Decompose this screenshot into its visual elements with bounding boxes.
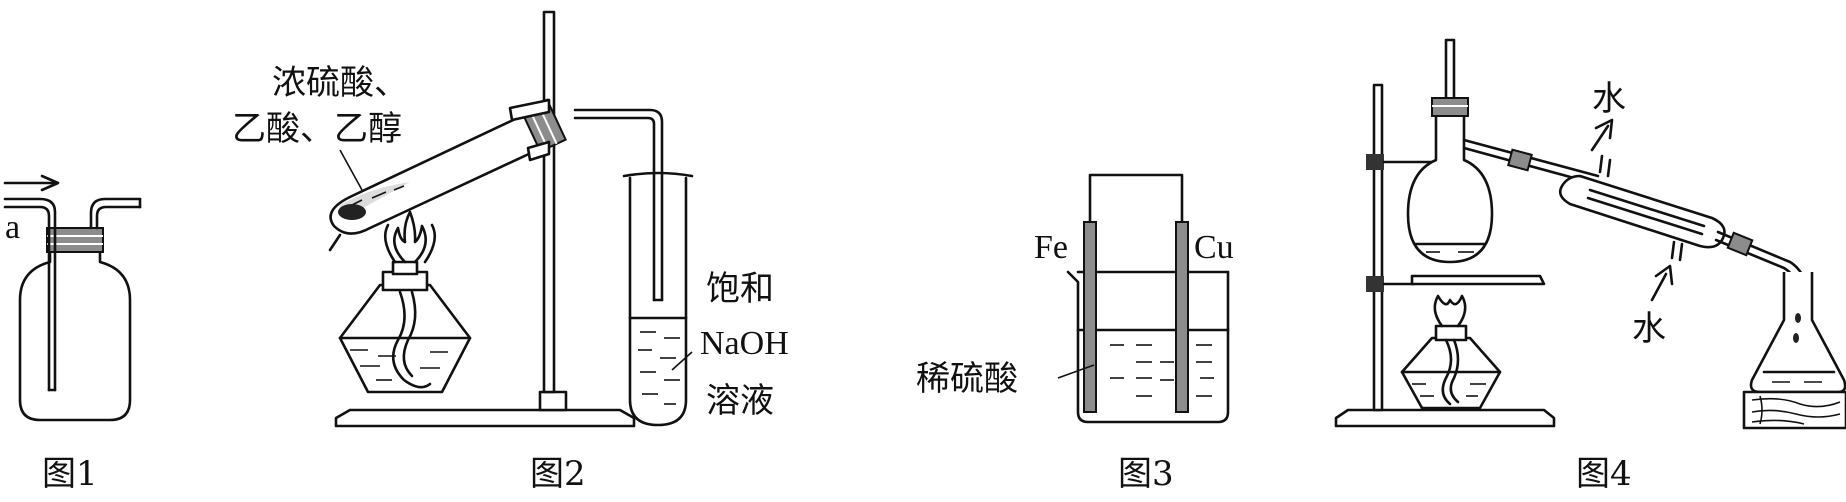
- fig4-wire-gauze: [1410, 274, 1546, 286]
- fig2-reagents-label-1: 浓硫酸、: [272, 63, 408, 103]
- fig2-alcohol-lamp: [338, 210, 472, 394]
- fig2-stand-base: [334, 408, 636, 428]
- fig4-water-in-label: 水: [1632, 309, 1666, 349]
- fig3-galvanic-cell: Fe Cu 稀硫酸 图3: [916, 173, 1234, 494]
- inlet-arrow-icon: [3, 174, 60, 192]
- fig3-electrolyte-label: 稀硫酸: [916, 359, 1018, 399]
- fig4-distillation-flask: [1406, 97, 1494, 264]
- water-in-arrow-icon: [1650, 264, 1674, 302]
- fig2-solution-label-3: 溶液: [706, 381, 774, 421]
- fig2-solution-label-2: NaOH: [700, 325, 789, 362]
- fig2-boiling-chips: [338, 204, 366, 220]
- fig1-inlet-label: a: [5, 209, 20, 246]
- fig3-cu-electrode: [1175, 221, 1189, 413]
- fig2-stand-rod: [542, 10, 556, 394]
- fig4-condenser: [1558, 154, 1726, 262]
- fig3-caption: 图3: [1118, 454, 1174, 494]
- water-out-arrow-icon: [1590, 118, 1614, 152]
- fig4-water-out-label: 水: [1592, 79, 1626, 119]
- fig3-beaker: [1066, 270, 1230, 424]
- fig4-receiving-flask: [1749, 272, 1846, 394]
- fig3-cu-label: Cu: [1194, 229, 1234, 266]
- fig1-caption: 图1: [42, 454, 98, 494]
- fig2-reagents-label-2: 乙酸、乙醇: [232, 109, 402, 149]
- fig1-stopper: [46, 227, 104, 253]
- fig4-wooden-block: [1742, 390, 1846, 430]
- fig2-receiving-test-tube: [622, 171, 694, 427]
- fig1-gas-washing-bottle: a 图1: [3, 174, 142, 494]
- fig2-solution-label-1: 饱和: [706, 269, 774, 309]
- fig4-distillation-setup: 水 水 图4: [1334, 38, 1846, 494]
- fig2-reaction-test-tube: [329, 98, 568, 235]
- fig2-esterification-setup: 浓硫酸、 乙酸、乙醇 饱和 NaOH 溶液 图2: [232, 10, 789, 494]
- fig4-caption: 图4: [1576, 454, 1632, 494]
- fig3-fe-electrode: [1083, 221, 1097, 413]
- fig3-fe-label: Fe: [1034, 229, 1068, 266]
- fig4-stand-rod: [1372, 83, 1384, 412]
- fig4-alcohol-lamp: [1400, 294, 1502, 410]
- fig2-caption: 图2: [530, 454, 586, 494]
